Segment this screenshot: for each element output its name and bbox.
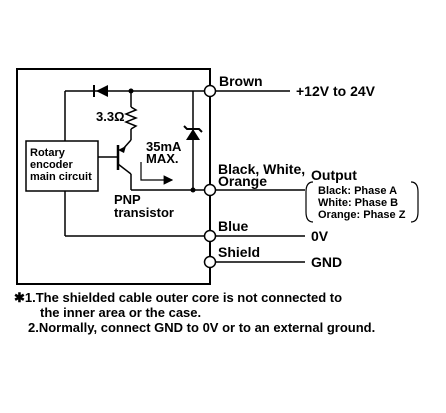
- phase-a-label: Black: Phase A: [318, 185, 397, 197]
- diode-icon: [96, 85, 108, 97]
- terminal-output: [203, 183, 217, 197]
- terminal-blue: [203, 229, 217, 243]
- transistor-label-line2: transistor: [114, 205, 174, 220]
- zener-diode-icon: [186, 129, 200, 140]
- terminal-shield: [203, 255, 217, 269]
- zener-bar: [183, 125, 203, 133]
- note-2: 2.Normally, connect GND to 0V or to an e…: [28, 320, 376, 335]
- terminal-label-brown: Brown: [219, 73, 263, 89]
- current-arrow: [140, 162, 174, 185]
- phase-bracket: [305, 181, 314, 223]
- encoder-label-line3: main circuit: [30, 171, 92, 183]
- encoder-label-line2: encoder: [30, 159, 74, 171]
- signal-label-gnd: GND: [311, 254, 342, 270]
- emitter-arrow-icon: [118, 146, 126, 153]
- transistor-label-line1: PNP: [114, 192, 141, 207]
- encoder-block: [25, 140, 99, 192]
- phase-bracket-right: [410, 181, 419, 223]
- terminal-label-shield: Shield: [218, 244, 260, 260]
- signal-label-output: Output: [311, 167, 357, 183]
- note-1-line2: the inner area or the case.: [40, 305, 202, 320]
- phase-b-label: White: Phase B: [318, 197, 398, 209]
- phase-z-label: Orange: Phase Z: [318, 209, 406, 221]
- current-label-line2: MAX.: [146, 151, 179, 166]
- terminal-label-output-line1: Black, White,: [218, 161, 305, 177]
- terminal-label-output-line2: Orange: [218, 173, 267, 189]
- signal-label-0v: 0V: [311, 228, 329, 244]
- current-label-line1: 35mA: [146, 139, 182, 154]
- collector-wire: [117, 163, 132, 175]
- note-1-line1: ✱1.The shielded cable outer core is not …: [14, 290, 343, 305]
- terminal-label-blue: Blue: [218, 218, 249, 234]
- encoder-label-line1: Rotary: [30, 147, 66, 159]
- resistor-label: 3.3Ω: [96, 109, 125, 124]
- terminal-brown: [203, 84, 217, 98]
- signal-label-supply: +12V to 24V: [296, 83, 376, 99]
- footnotes: ✱1.The shielded cable outer core is not …: [14, 290, 439, 335]
- resistor-icon: [123, 106, 139, 130]
